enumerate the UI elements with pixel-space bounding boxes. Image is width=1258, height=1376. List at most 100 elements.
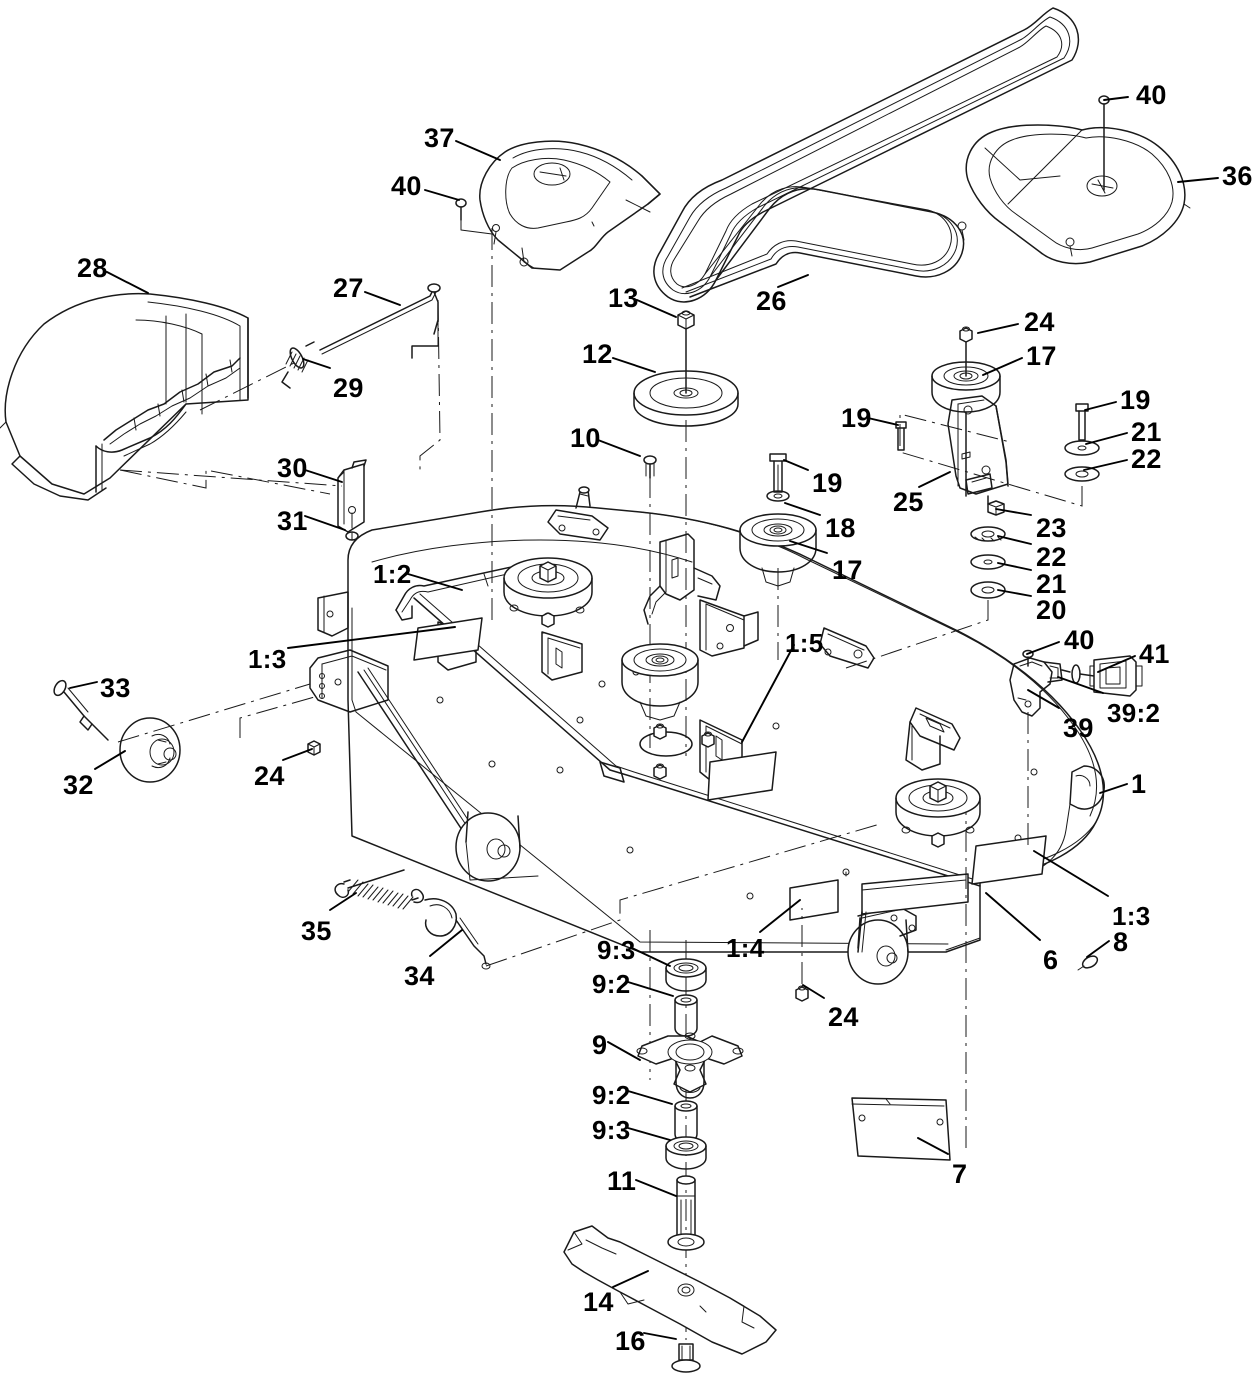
callout-19: 19 — [841, 403, 872, 433]
callout-12: 12 — [582, 339, 613, 369]
callout-40: 40 — [1136, 80, 1167, 110]
callout-34: 34 — [404, 961, 435, 991]
leader-line-29 — [302, 358, 331, 369]
leader-line-39-2 — [1057, 676, 1104, 694]
callout-17: 17 — [832, 555, 863, 585]
leader-line-19 — [1084, 401, 1117, 411]
hex-bolt-19-bracket-left — [895, 421, 907, 451]
deck-spindle-pulley-right — [895, 778, 981, 848]
leader-line-21 — [997, 562, 1032, 571]
leader-line-22 — [1083, 459, 1128, 471]
callout-37: 37 — [424, 123, 455, 153]
callout-31: 31 — [277, 506, 308, 536]
callout-9-3: 9:3 — [597, 935, 636, 965]
callout-1-3: 1:3 — [1112, 901, 1151, 931]
leader-line-6 — [985, 892, 1041, 941]
callout-1: 1 — [1131, 769, 1147, 799]
leader-line-19 — [867, 417, 899, 426]
flange-nut-deck-center — [653, 723, 667, 740]
deflector-rod-and-spring — [199, 283, 441, 470]
callout-30: 30 — [277, 453, 308, 483]
spindle-ball-bearing-9-3-lower — [665, 1136, 707, 1170]
leader-line-9-3 — [627, 1127, 671, 1141]
flat-washer-21-lower — [970, 554, 1006, 570]
leader-line-24 — [282, 748, 313, 761]
idler-mounting-bracket-25 — [947, 395, 1009, 495]
decal-1-3-right — [971, 835, 1047, 885]
mower-deck-housing-graphic — [309, 504, 1105, 985]
leader-line-20 — [997, 589, 1032, 597]
leader-line-27 — [364, 291, 401, 306]
leader-line-32 — [94, 750, 126, 770]
leader-line-11 — [635, 1179, 677, 1197]
callout-1-2: 1:2 — [373, 559, 412, 589]
decal-1-3-left — [413, 617, 483, 661]
spring-anchor-rod-34 — [424, 898, 491, 970]
callout-18: 18 — [825, 513, 856, 543]
extension-spring-35 — [334, 869, 424, 910]
leader-line-1-3 — [287, 626, 456, 649]
leader-line-28 — [106, 271, 149, 294]
spring-washer-22-lower — [970, 526, 1006, 542]
deck-mounting-brackets — [437, 486, 961, 781]
leader-line-10 — [597, 439, 641, 457]
leader-line-9-2 — [627, 981, 674, 997]
thrust-washer-20 — [970, 581, 1006, 599]
leader-line-9-2 — [627, 1090, 673, 1105]
callout-24: 24 — [1024, 307, 1055, 337]
right-belt-cover-graphic — [957, 124, 1191, 265]
callout-11: 11 — [607, 1166, 637, 1196]
callout-9-2: 9:2 — [592, 969, 631, 999]
drive-belt-graphic — [653, 7, 1080, 303]
hex-bolt-19-center — [769, 453, 787, 493]
cutting-blade-14 — [563, 1225, 777, 1355]
cover-screw-40-left — [455, 198, 493, 235]
callout-21: 21 — [1036, 569, 1067, 599]
leader-line-40 — [1026, 641, 1060, 655]
callout-32: 32 — [63, 770, 94, 800]
callout-24: 24 — [254, 761, 285, 791]
callout-26: 26 — [756, 286, 787, 316]
roller-pin-33 — [53, 679, 109, 741]
spindle-shaft-11 — [667, 1175, 705, 1251]
leader-line-9-3 — [631, 947, 671, 967]
leader-line-14 — [612, 1270, 649, 1288]
blade-spindle-housing-9 — [636, 1032, 744, 1099]
flat-washer-21-right — [1064, 440, 1100, 456]
callout-16: 16 — [615, 1326, 646, 1356]
leader-line-1-2 — [407, 573, 463, 591]
callout-1-4: 1:4 — [726, 933, 765, 963]
leader-line-19 — [783, 459, 809, 471]
callout-8: 8 — [1113, 927, 1129, 957]
leader-line-18 — [784, 502, 821, 516]
grease-fitting-assembly — [1009, 655, 1143, 717]
decal-1-4 — [789, 879, 839, 921]
callout-39-2: 39:2 — [1107, 698, 1161, 728]
grease-fitting-washer-39-2 — [1071, 664, 1081, 684]
deck-pulley-center — [621, 643, 699, 721]
flat-washer-18 — [766, 490, 790, 502]
carriage-bolt-10 — [643, 455, 657, 479]
callout-40: 40 — [391, 171, 422, 201]
bracket-plate-30 — [337, 459, 367, 533]
spindle-ball-bearing-9-3-upper — [665, 958, 707, 992]
rear-discharge-shield-6 — [857, 873, 969, 953]
leader-line-8 — [1086, 940, 1110, 958]
callout-1-3: 1:3 — [248, 644, 287, 674]
leader-line-25 — [918, 471, 951, 488]
leader-line-17 — [982, 357, 1023, 376]
leader-line-33 — [69, 681, 98, 689]
leader-line-36 — [1177, 177, 1219, 183]
leader-line-30 — [304, 469, 343, 483]
callout-20: 20 — [1036, 595, 1067, 625]
callout-41: 41 — [1139, 639, 1170, 669]
leader-line-1-4 — [759, 899, 801, 933]
blade-bolt-16 — [671, 1343, 701, 1373]
anti-scalp-roller-32 — [119, 717, 181, 783]
callout-leader-lines — [69, 96, 1219, 1340]
callout-19: 19 — [1120, 385, 1151, 415]
electrical-connector-41 — [1089, 655, 1143, 697]
leader-line-23 — [995, 508, 1032, 516]
flange-nut-24-left — [307, 740, 321, 756]
callout-29: 29 — [333, 373, 364, 403]
